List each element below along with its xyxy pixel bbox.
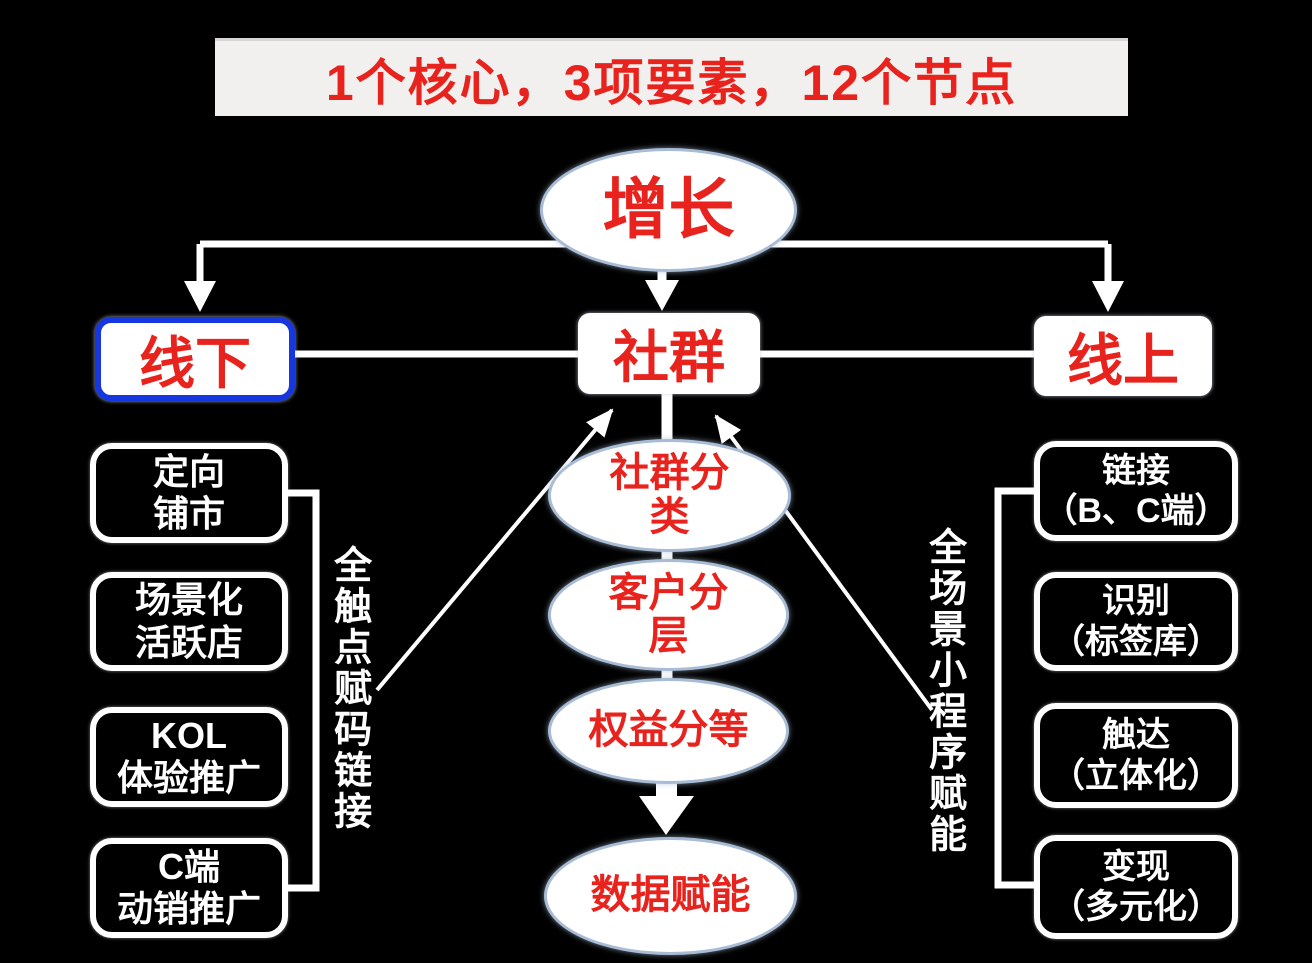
diagonal-arrow-left	[375, 408, 614, 692]
node-offline: 线下	[95, 317, 295, 401]
arrowhead-online	[1092, 281, 1124, 312]
node-identify-tag-library: 识别 （标签库）	[1034, 572, 1238, 671]
node-kol-experience-promo: KOL 体验推广	[90, 707, 288, 807]
bracket-left	[288, 489, 320, 892]
node-label: 铺市	[152, 493, 225, 534]
node-label: 体验推广	[116, 757, 261, 798]
node-label: 变现	[1102, 847, 1170, 886]
bracket-right	[994, 487, 1034, 889]
node-label: （立体化）	[1051, 756, 1221, 795]
node-label: 权益分等	[588, 708, 749, 753]
node-label: 触达	[1102, 716, 1170, 755]
node-label: 链接	[1102, 451, 1170, 490]
side-label-right: 全场景小程序赋能	[922, 527, 965, 855]
node-label: 数据赋能	[590, 873, 751, 918]
node-rights-grading: 权益分等	[548, 678, 789, 784]
node-community: 社群	[578, 313, 760, 394]
node-label: 层	[648, 614, 689, 658]
node-online: 线上	[1034, 316, 1212, 396]
arrow-to-data-enable	[639, 772, 694, 835]
node-label: 客户分	[608, 570, 729, 615]
node-label: 社群分	[609, 451, 730, 496]
node-label: 场景化	[134, 579, 243, 621]
node-growth: 增长	[540, 148, 797, 272]
node-community-label: 社群	[613, 326, 725, 389]
node-growth-label: 增长	[602, 172, 735, 247]
node-customer-tiering: 客户分 层	[548, 559, 789, 671]
side-label-left: 全触点赋码链接	[327, 545, 370, 832]
node-label: （多元化）	[1051, 888, 1221, 926]
node-label: KOL	[151, 714, 227, 756]
node-c-side-sales-promo: C端 动销推广	[90, 838, 288, 938]
node-label: 活跃店	[134, 621, 243, 663]
node-label: （B、C端）	[1043, 492, 1229, 530]
node-label: C端	[158, 845, 220, 887]
node-monetize-diversified: 变现 （多元化）	[1034, 835, 1238, 939]
node-label: 类	[649, 494, 690, 539]
arrowhead-community	[645, 280, 679, 311]
banner-title: 1个核心，3项要素，12个节点	[325, 54, 1018, 111]
node-online-label: 线上	[1067, 328, 1179, 392]
node-label: 动销推广	[116, 888, 261, 929]
node-targeted-distribution: 定向 铺市	[90, 443, 288, 543]
node-data-empowerment: 数据赋能	[544, 837, 797, 955]
node-label: 识别	[1102, 582, 1170, 621]
node-offline-label: 线下	[139, 331, 251, 395]
node-label: （标签库）	[1051, 622, 1221, 661]
title-banner: 1个核心，3项要素，12个节点	[215, 38, 1128, 116]
node-scenario-active-stores: 场景化 活跃店	[90, 572, 288, 671]
arrowhead-offline	[184, 281, 216, 312]
node-label: 定向	[152, 450, 225, 492]
node-community-classification: 社群分 类	[548, 439, 791, 552]
node-link-bc: 链接 （B、C端）	[1034, 441, 1238, 541]
node-reach-multidimensional: 触达 （立体化）	[1034, 703, 1238, 808]
